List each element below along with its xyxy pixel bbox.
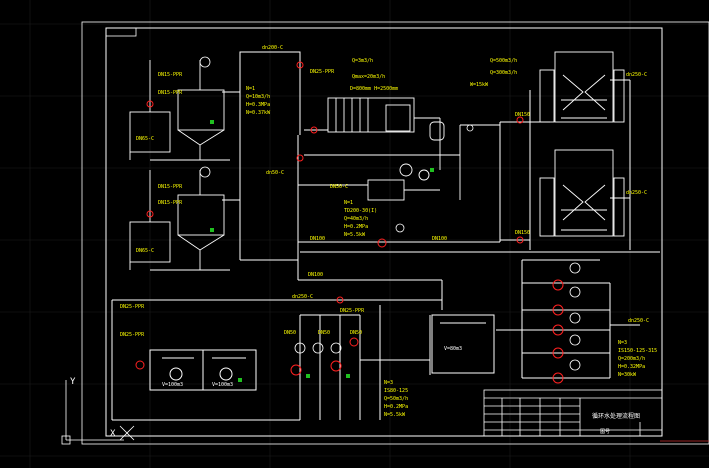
label-bottom-mid-top: DN25-PPR	[340, 308, 365, 314]
label-bottom-left-pipe: DN25-PPR	[120, 304, 145, 310]
label-right-bottom-spec1: N=3	[618, 340, 627, 346]
cooling-tower-lower	[539, 149, 625, 237]
label-tank-big: V=80m3	[444, 346, 462, 352]
label-mid-pipe-3: DN100	[310, 236, 325, 242]
label-right-pipe-2: dn250-C	[626, 190, 647, 196]
left-upper-unit	[129, 60, 230, 161]
label-right-tower-spec1: Q=500m3/h	[490, 58, 517, 64]
left-lower-unit	[129, 170, 230, 271]
title-block	[483, 389, 663, 437]
label-top-main-pipe: dn200-C	[262, 45, 283, 51]
label-right-dn-b: DN150	[515, 230, 530, 236]
label-pump-spec-9: N=5.5kW	[344, 232, 366, 238]
label-pump-spec-5: N=1	[344, 200, 353, 206]
label-pump-spec-3: H=0.3MPa	[246, 102, 270, 108]
pool-tanks	[149, 314, 495, 391]
ucs-y-label: Y	[70, 377, 76, 387]
label-bottom-main: dn250-C	[292, 294, 313, 300]
label-right-tower-spec2: Q=300m3/h	[490, 70, 517, 76]
label-bottom-mid-3: DN50	[350, 330, 362, 336]
label-left-upper-pipe1: DN15-PPR	[158, 72, 183, 78]
green-instruments	[210, 120, 434, 382]
label-filter-spec: D=800mm H=2500mm	[350, 86, 398, 92]
label-bottom-spec-2: IS80-125	[384, 388, 408, 394]
label-right-bottom-spec4: H=0.32MPa	[618, 364, 645, 370]
label-bottom-mid-2: DN50	[318, 330, 330, 336]
label-bottom-left-pipe2: DN25-PPR	[120, 332, 145, 338]
label-filter-flow2: Qmax=20m3/h	[352, 74, 385, 80]
filter-equipment	[304, 97, 500, 201]
sheet-tag	[105, 27, 137, 37]
label-right-pipe-1: dn250-C	[626, 72, 647, 78]
label-pump-spec-7: Q=40m3/h	[344, 216, 368, 222]
label-mid-pipe-1: dn50-C	[266, 170, 284, 176]
label-mid-pipe-4: DN100	[432, 236, 447, 242]
title-block-title: 循环水处理流程图	[592, 412, 640, 420]
label-pump-spec-1: N=1	[246, 86, 255, 92]
pump-symbols	[199, 56, 581, 371]
label-mid-pipe-2: DN50-C	[330, 184, 348, 190]
label-left-upper-drain: DN65-C	[136, 136, 154, 142]
label-right-bottom-out: dn250-C	[628, 318, 649, 324]
label-right-dn-a: DN150	[515, 112, 530, 118]
label-pump-spec-6: TD200-30(I)	[344, 208, 377, 214]
label-right-bottom-spec5: N=30kW	[618, 372, 637, 378]
label-pump-spec-2: Q=10m3/h	[246, 94, 270, 100]
label-top-branch: DN25-PPR	[310, 69, 335, 75]
main-pipes	[111, 51, 660, 421]
label-pump-spec-4: N=0.37kW	[246, 110, 271, 116]
label-pump-spec-8: H=0.2MPa	[344, 224, 368, 230]
label-left-lower-pipe2: DN15-PPR	[158, 200, 183, 206]
label-right-bottom-spec3: Q=200m3/h	[618, 356, 645, 362]
label-right-bottom-spec2: IS150-125-315	[618, 348, 657, 354]
label-right-tower-spec3: W=15kW	[470, 82, 489, 88]
label-tank-right: V=100m3	[212, 382, 233, 388]
label-bottom-mid-1: DN50	[284, 330, 296, 336]
label-bottom-spec-1: N=3	[384, 380, 393, 386]
title-block-drawing-no: 图号	[600, 429, 610, 435]
label-tank-left: V=100m3	[162, 382, 183, 388]
sheet-outer-frame	[81, 21, 709, 445]
label-left-lower-pipe1: DN15-PPR	[158, 184, 183, 190]
label-left-lower-drain: DN65-C	[136, 248, 154, 254]
label-filter-flow: Q=3m3/h	[352, 58, 373, 64]
ucs-x-label: X	[110, 429, 116, 439]
label-bottom-spec-4: H=0.2MPa	[384, 404, 408, 410]
label-left-upper-pipe2: DN15-PPR	[158, 90, 183, 96]
sheet-inner-frame	[105, 27, 663, 437]
label-bottom-spec-5: N=5.5kW	[384, 412, 406, 418]
label-mid-pipe-5: DN100	[308, 272, 323, 278]
cooling-tower-upper	[539, 51, 625, 123]
label-bottom-spec-3: Q=50m3/h	[384, 396, 408, 402]
ucs-icon	[61, 380, 135, 445]
valves-red	[135, 61, 564, 384]
